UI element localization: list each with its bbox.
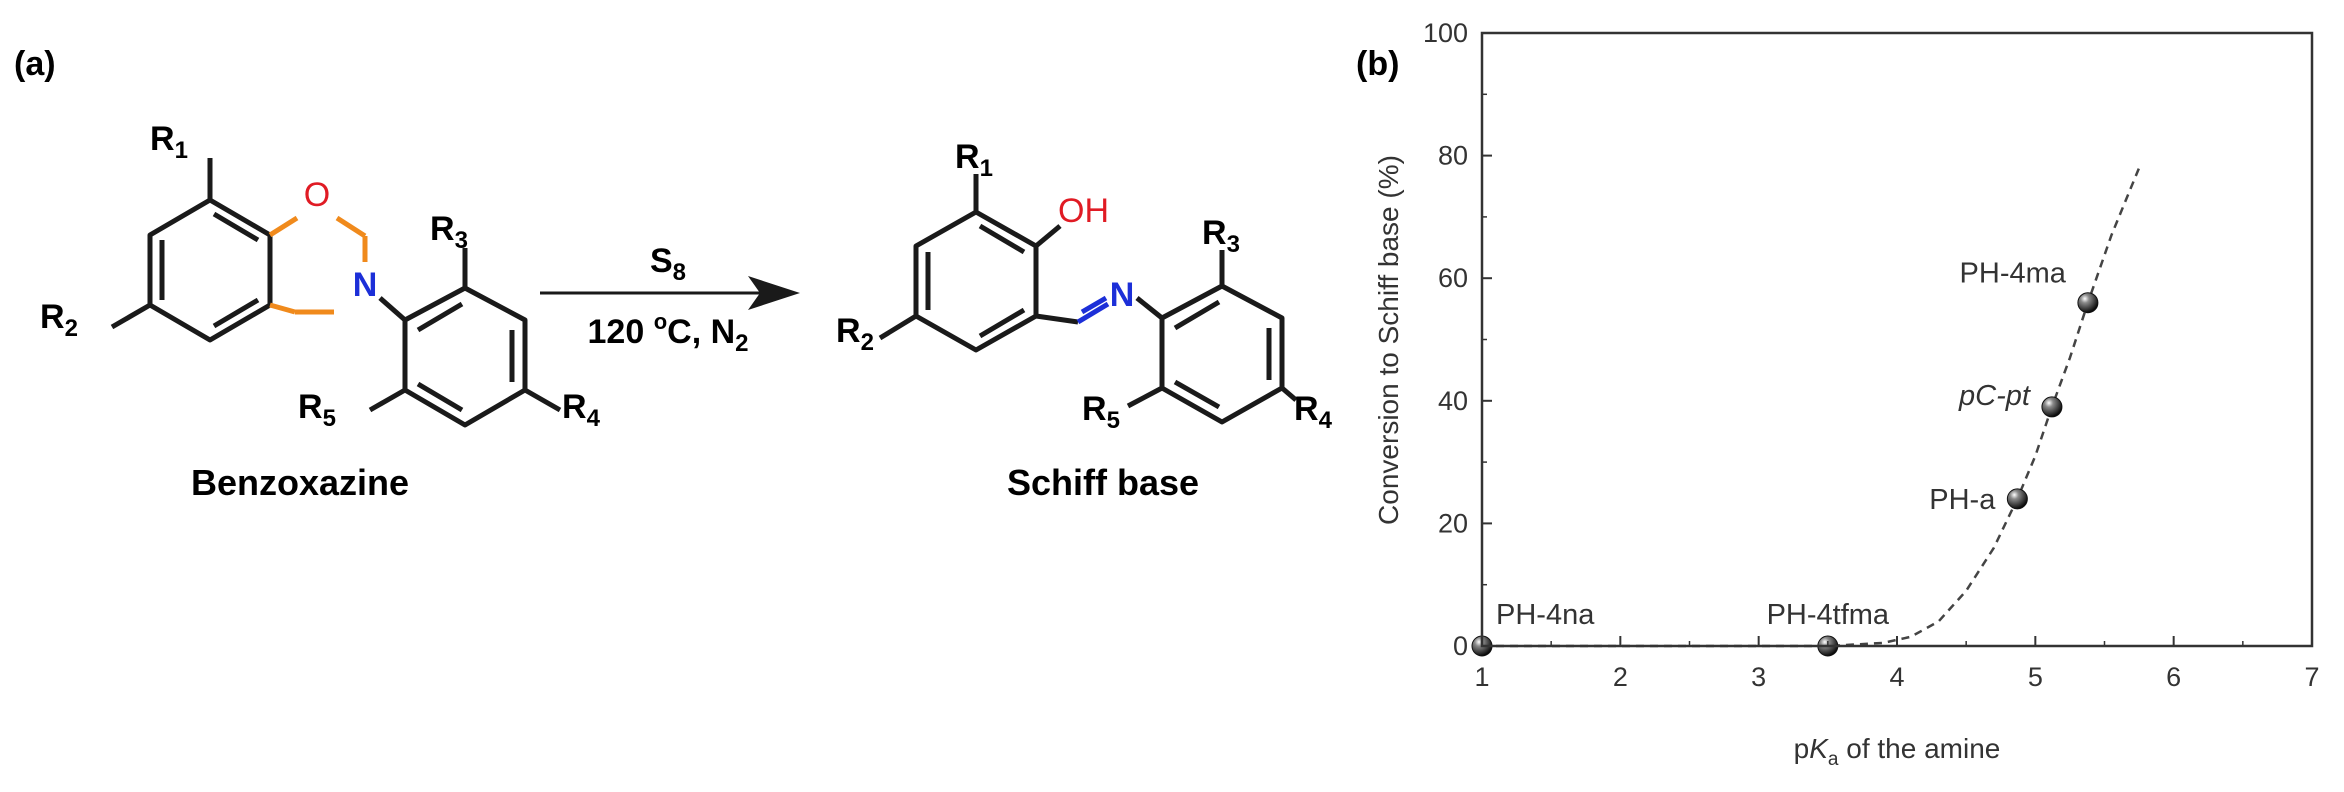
benzoxazine-structure: O N R1 R2 R3 R4 R5 — [40, 120, 601, 432]
benzoxazine-r4-bond — [523, 387, 562, 413]
schiff-phenol-ring — [913, 209, 1039, 353]
reagent-label: S8 — [650, 242, 686, 286]
panel-a: (a) O N — [14, 45, 1333, 503]
schiff-aryl-ring — [1159, 283, 1285, 425]
benzoxazine-n-aryl-bond — [378, 296, 407, 322]
y-tick-label: 80 — [1438, 141, 1468, 171]
y-tick-label: 20 — [1438, 508, 1468, 538]
schiff-imine-bond-2 — [1080, 295, 1108, 315]
benzoxazine-aryl-ring — [402, 285, 528, 428]
reaction-arrow — [540, 276, 800, 310]
oxazine-ring — [268, 215, 368, 315]
point-labels: PH-4na PH-4tfma PH-a pC-pt PH-4ma — [1496, 258, 2067, 631]
plot-frame — [1480, 31, 2314, 648]
schiff-phenol-double-bonds — [925, 223, 1026, 339]
conditions-label: 120 oC, N2 — [588, 309, 749, 357]
x-tick-label: 4 — [1889, 662, 1904, 692]
benzoxazine-r2-label: R2 — [40, 298, 78, 342]
schiff-ch-bond — [1035, 313, 1079, 325]
benzoxazine-r2-bond — [110, 302, 152, 330]
x-tick-label: 5 — [2028, 662, 2043, 692]
y-axis-ticks: 0 20 40 60 80 100 — [1423, 18, 1492, 661]
x-axis-label: pKa of the amine — [1794, 733, 2001, 770]
x-tick-label: 1 — [1474, 662, 1489, 692]
schiff-n-aryl-bond — [1135, 296, 1164, 320]
y-tick-label: 60 — [1438, 263, 1468, 293]
y-tick-label: 0 — [1453, 631, 1468, 661]
trend-layer — [1482, 167, 2141, 648]
schiff-imine-bond — [1076, 301, 1110, 325]
point-label: PH-4tfma — [1767, 599, 1890, 631]
benzoxazine-r5-bond — [368, 387, 407, 413]
schiff-oh-bond — [1034, 224, 1062, 248]
benzoxazine-r1-label: R1 — [150, 120, 188, 164]
point-label: pC-pt — [1958, 380, 2032, 412]
point-label: PH-a — [1929, 484, 1996, 516]
schiff-r5-bond — [1126, 385, 1164, 409]
benzoxazine-benzene-ring — [147, 197, 273, 343]
schiff-r1-label: R1 — [955, 138, 993, 182]
benzoxazine-aryl-double-bonds — [416, 301, 515, 413]
y-tick-label: 100 — [1423, 18, 1468, 48]
data-point — [2006, 488, 2028, 510]
y-axis-label: Conversion to Schiff base (%) — [1373, 155, 1404, 525]
benzoxazine-r5-label: R5 — [298, 388, 336, 432]
x-tick-label: 2 — [1613, 662, 1628, 692]
x-axis-ticks: 1 2 3 4 5 6 7 — [1474, 636, 2320, 692]
benzoxazine-r4-label: R4 — [562, 388, 601, 432]
point-label: PH-4na — [1496, 599, 1595, 631]
trend-line — [1482, 167, 2141, 648]
benzoxazine-name: Benzoxazine — [191, 462, 409, 503]
benzoxazine-oxygen: O — [304, 176, 330, 214]
schiff-base-name: Schiff base — [1007, 462, 1199, 503]
benzoxazine-nitrogen: N — [353, 266, 378, 304]
point-label: PH-4ma — [1960, 258, 2067, 290]
schiff-aryl-double-bonds — [1173, 299, 1272, 410]
panel-b-label: (b) — [1356, 45, 1399, 83]
x-tick-label: 3 — [1751, 662, 1766, 692]
schiff-r4-bond — [1280, 386, 1298, 402]
panel-a-label: (a) — [14, 45, 56, 83]
schiff-base-structure: N OH R1 R2 R3 R4 R5 — [836, 138, 1333, 434]
benzoxazine-aromatic-double-bonds — [159, 211, 260, 329]
schiff-hydroxyl: OH — [1058, 192, 1109, 230]
schiff-r2-label: R2 — [836, 312, 874, 356]
benzoxazine-r3-label: R3 — [430, 210, 468, 254]
schiff-r3-label: R3 — [1202, 214, 1240, 258]
schiff-r5-label: R5 — [1082, 390, 1120, 434]
schiff-r4-label: R4 — [1294, 390, 1333, 434]
schiff-nitrogen: N — [1110, 276, 1135, 314]
data-point — [2041, 396, 2063, 418]
y-tick-label: 40 — [1438, 386, 1468, 416]
chart: PH-4na PH-4tfma PH-a pC-pt PH-4ma 1 2 3 4 5 6 7 0 2… — [1373, 18, 2320, 770]
x-tick-label: 7 — [2304, 662, 2319, 692]
data-point — [2077, 292, 2099, 314]
x-tick-label: 6 — [2166, 662, 2181, 692]
panel-b: (b) PH-4na PH-4tfma PH-a pC-pt PH-4ma 1 2 3 4 5 6… — [1356, 18, 2320, 770]
data-points — [1471, 292, 2099, 657]
schiff-r2-bond — [878, 313, 918, 341]
